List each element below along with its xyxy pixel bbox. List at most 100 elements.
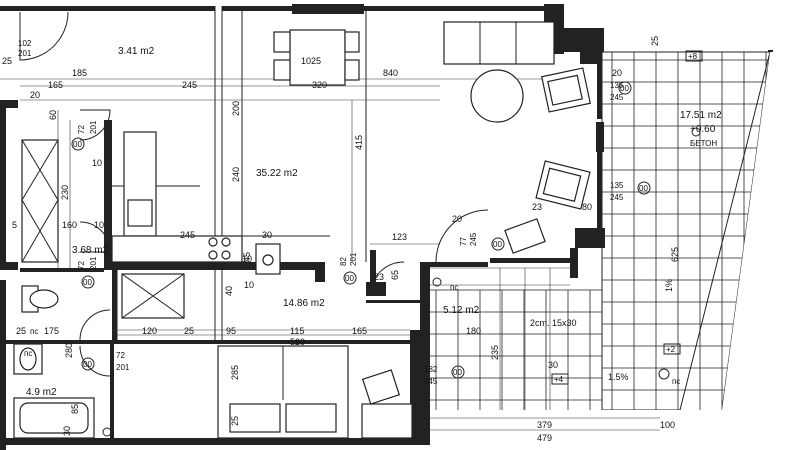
svg-text:20: 20 (30, 90, 40, 100)
svg-text:00: 00 (639, 184, 648, 193)
svg-text:20: 20 (452, 214, 462, 224)
slope-label: 1.5% (608, 372, 629, 382)
door-tags: 102 201 72 201 72 201 72 201 82 201 77 2… (18, 39, 624, 386)
svg-text:30: 30 (262, 230, 272, 240)
svg-text:182: 182 (424, 365, 438, 374)
sofa (443, 21, 555, 65)
svg-text:100: 100 (660, 420, 675, 430)
shower-tray (121, 273, 185, 319)
svg-text:30: 30 (62, 426, 72, 436)
svg-text:10: 10 (92, 158, 102, 168)
svg-text:102: 102 (18, 39, 32, 48)
svg-text:320: 320 (312, 80, 327, 90)
svg-text:201: 201 (349, 252, 358, 266)
svg-text:72: 72 (77, 261, 86, 270)
svg-text:25: 25 (650, 36, 660, 46)
kitchen-counter (111, 131, 281, 275)
level-p4: +4 (554, 375, 564, 384)
armchair-bottom (535, 160, 591, 210)
pc-label-d: пс (24, 349, 32, 358)
hall-area-label: 14.86 m2 (283, 298, 325, 309)
svg-text:72: 72 (116, 351, 125, 360)
svg-text:60: 60 (48, 110, 58, 120)
svg-text:80: 80 (582, 202, 592, 212)
svg-text:245: 245 (610, 193, 624, 202)
svg-text:280: 280 (64, 343, 74, 358)
svg-text:95: 95 (226, 326, 236, 336)
svg-text:00: 00 (620, 84, 629, 93)
svg-text:135: 135 (610, 181, 624, 190)
terrace-tiles (430, 52, 800, 450)
step-label: 2cm. 15x30 (530, 318, 577, 328)
svg-text:23: 23 (374, 272, 384, 282)
svg-text:00: 00 (345, 274, 354, 283)
bathtub (13, 397, 95, 439)
svg-text:10: 10 (242, 254, 252, 264)
svg-text:245: 245 (610, 93, 624, 102)
bath-area-label: 4.9 m2 (26, 387, 57, 398)
svg-text:165: 165 (48, 80, 63, 90)
svg-text:120: 120 (142, 326, 157, 336)
bed (217, 345, 349, 439)
svg-text:45: 45 (242, 252, 252, 262)
svg-text:625: 625 (670, 247, 680, 262)
svg-text:00: 00 (453, 368, 462, 377)
svg-text:25: 25 (184, 326, 194, 336)
svg-text:245: 245 (182, 80, 197, 90)
svg-text:00: 00 (73, 140, 82, 149)
svg-text:245: 245 (180, 230, 195, 240)
svg-text:379: 379 (537, 420, 552, 430)
svg-text:25: 25 (16, 326, 26, 336)
svg-text:115: 115 (290, 326, 304, 336)
misc-labels: 2cm. 15x30 1.5% 1% +8 +2 +4 пс пс пс пс (24, 50, 703, 386)
svg-text:415: 415 (354, 135, 364, 150)
terrace-level-label: +0.60 (690, 124, 716, 135)
small-washer (504, 218, 546, 254)
svg-text:285: 285 (230, 365, 240, 380)
window-markers: 00 00 00 00 00 00 00 00 (71, 81, 651, 437)
terrace-material-label: БЕТОН (690, 139, 717, 148)
pc-label-a: пс (450, 283, 458, 292)
svg-text:201: 201 (89, 256, 98, 270)
pc-label-b: пс (672, 377, 680, 386)
svg-text:30: 30 (548, 360, 558, 370)
svg-text:123: 123 (392, 232, 407, 242)
sink (13, 343, 43, 375)
terrace-area-label: 17.51 m2 (680, 110, 722, 121)
wardrobe-left (21, 139, 59, 263)
svg-text:235: 235 (490, 345, 500, 360)
entry-area-label: 3.41 m2 (118, 46, 155, 57)
svg-text:25: 25 (230, 416, 240, 426)
svg-text:23: 23 (532, 202, 542, 212)
svg-text:245: 245 (424, 377, 438, 386)
room-labels: 3.41 m2 35.22 m2 3.68 m2 14.86 m2 5.12 m… (26, 46, 722, 398)
svg-text:00: 00 (83, 360, 92, 369)
svg-text:201: 201 (18, 49, 32, 58)
svg-text:230: 230 (60, 185, 70, 200)
svg-text:840: 840 (383, 68, 398, 78)
svg-text:72: 72 (77, 125, 86, 134)
svg-text:135: 135 (610, 81, 624, 90)
thin-lines (0, 6, 660, 431)
svg-text:5: 5 (12, 220, 17, 230)
svg-text:25: 25 (2, 56, 12, 66)
dining-table (273, 29, 360, 86)
svg-text:240: 240 (231, 167, 241, 182)
svg-text:77: 77 (459, 237, 468, 246)
svg-text:00: 00 (83, 278, 92, 287)
stair-lines (430, 267, 570, 410)
svg-text:201: 201 (89, 120, 98, 134)
svg-text:40: 40 (224, 286, 234, 296)
armchair-top (541, 67, 591, 113)
level-p8: +8 (688, 52, 698, 61)
svg-text:10: 10 (94, 220, 104, 230)
svg-text:180: 180 (466, 326, 481, 336)
svg-text:200: 200 (231, 101, 241, 116)
svg-text:175: 175 (44, 326, 59, 336)
toilet (21, 285, 59, 313)
svg-text:479: 479 (537, 433, 552, 443)
door-swings (19, 11, 489, 377)
svg-text:160: 160 (62, 220, 77, 230)
